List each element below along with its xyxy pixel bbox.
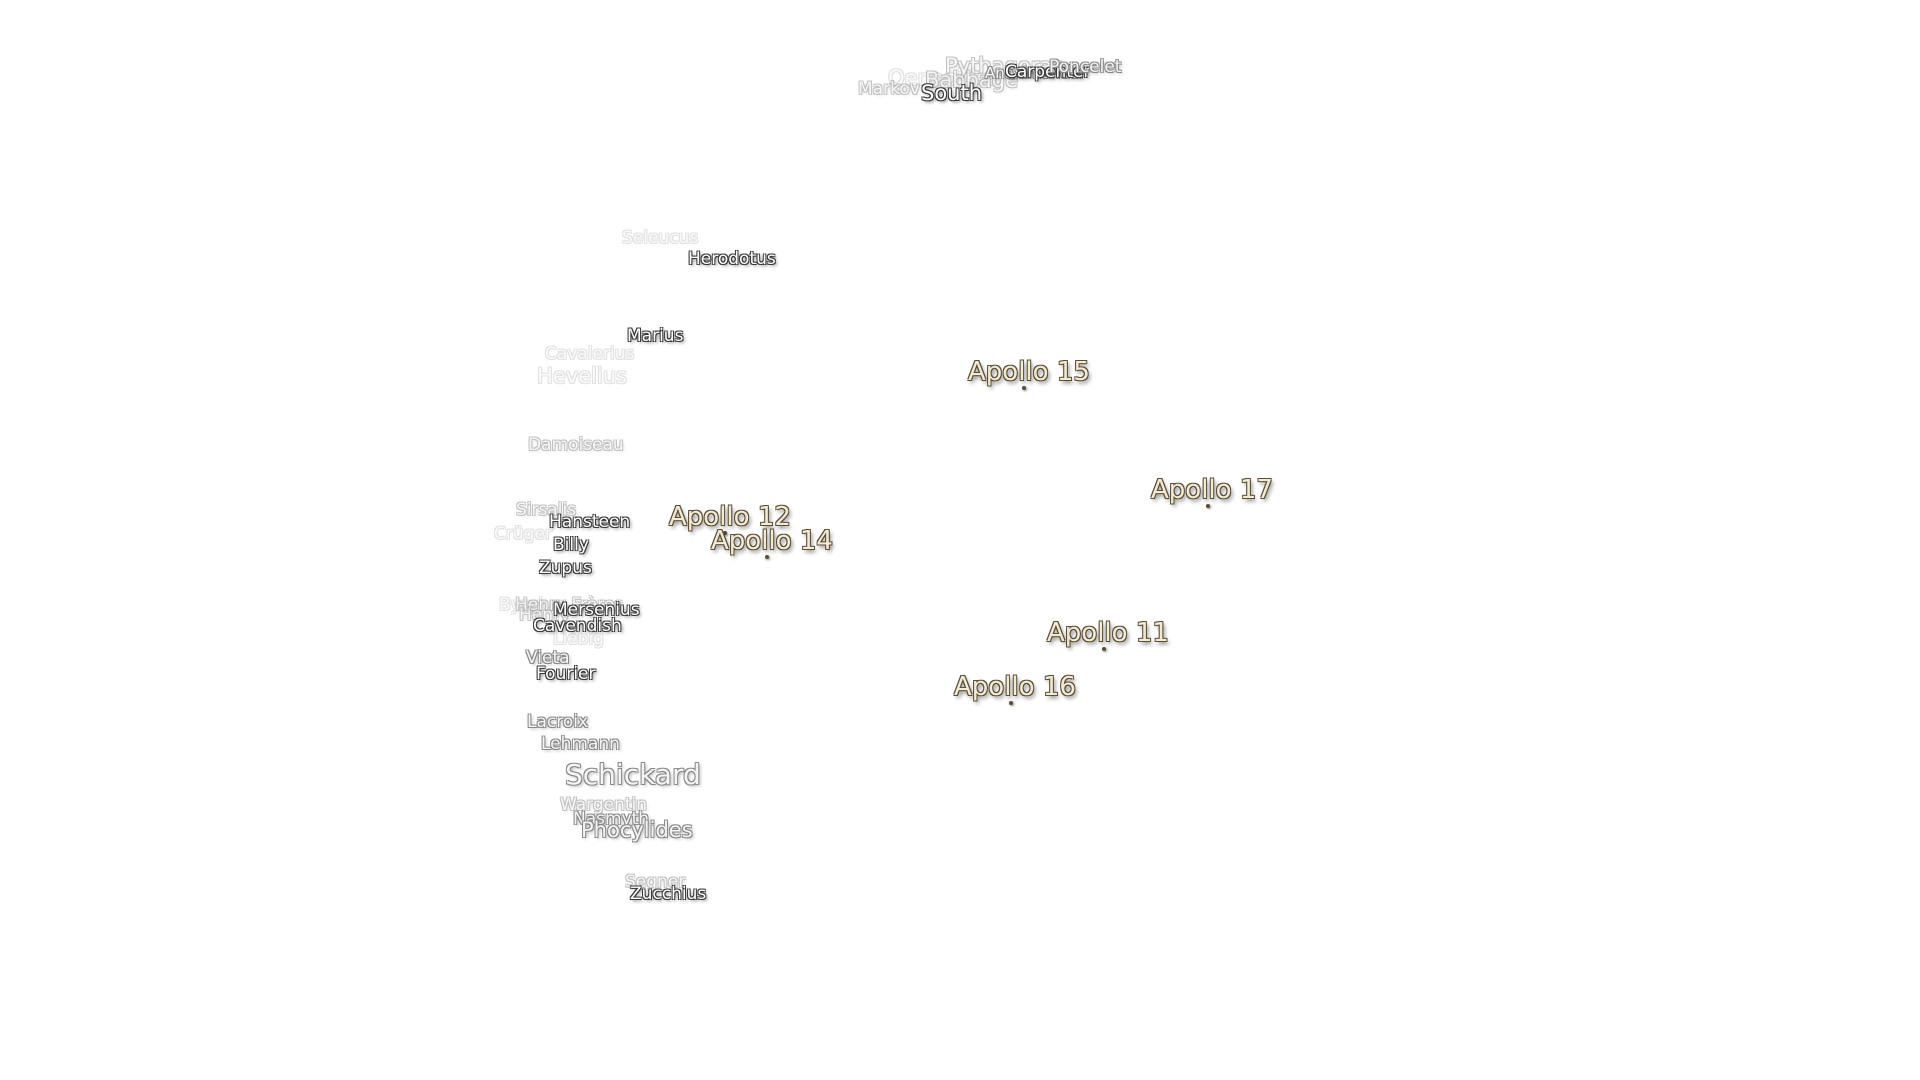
crater-label-hevelius[interactable]: Hevelius [537, 364, 627, 388]
crater-label-markov[interactable]: Markov [858, 79, 920, 99]
crater-label-mersenius[interactable]: Mersenius [553, 600, 640, 620]
crater-label-zupus[interactable]: Zupus [539, 558, 592, 578]
crater-label-oenopides[interactable]: Oenopides [888, 66, 1000, 90]
apollo-14-site-marker[interactable] [765, 555, 769, 559]
crater-label-cruger[interactable]: Crüger [494, 524, 552, 544]
crater-label-anaximander[interactable]: Anaximander [985, 64, 1086, 82]
crater-label-hansteen[interactable]: Hansteen [549, 512, 631, 532]
apollo-11-label[interactable]: Apollo 11 [1047, 618, 1169, 648]
apollo-17-site-marker[interactable] [1206, 504, 1210, 508]
crater-label-poncelet[interactable]: Poncelet [1049, 57, 1122, 77]
apollo-11-site-marker[interactable] [1102, 647, 1106, 651]
crater-label-sirsalis[interactable]: Sirsalis [516, 500, 577, 520]
crater-label-babbage[interactable]: Babbage [925, 68, 1019, 92]
crater-label-schickard[interactable]: Schickard [565, 758, 701, 791]
crater-label-lacroix[interactable]: Lacroix [527, 712, 589, 732]
crater-label-marius[interactable]: Marius [627, 326, 684, 346]
crater-label-billy[interactable]: Billy [553, 535, 589, 555]
crater-label-cavalerius[interactable]: Cavalerius [545, 344, 635, 364]
apollo-15-label[interactable]: Apollo 15 [968, 357, 1090, 387]
crater-label-herodotus[interactable]: Herodotus [688, 249, 776, 269]
crater-label-cavendish[interactable]: Cavendish [533, 616, 622, 636]
crater-label-phocylides[interactable]: Phocylides [581, 818, 693, 842]
crater-label-henry-freres[interactable]: Henry Frères [515, 595, 624, 615]
crater-label-lehmann[interactable]: Lehmann [541, 734, 620, 754]
crater-label-henry[interactable]: Henry [519, 605, 571, 625]
crater-label-carpenter[interactable]: Carpenter [1005, 62, 1091, 82]
crater-label-seleucus[interactable]: Seleucus [622, 228, 699, 248]
crater-label-vieta[interactable]: Vieta [526, 648, 570, 668]
crater-label-pythagoras[interactable]: Pythagoras [945, 54, 1064, 78]
crater-label-segner[interactable]: Segner [625, 872, 686, 892]
crater-label-wargentin[interactable]: Wargentin [560, 795, 648, 815]
apollo-15-site-marker[interactable] [1022, 386, 1026, 390]
crater-label-byrgius[interactable]: Byrgius [499, 595, 563, 615]
apollo-17-label[interactable]: Apollo 17 [1151, 475, 1273, 505]
crater-label-nasmyth[interactable]: Nasmyth [573, 809, 650, 829]
apollo-12-site-marker[interactable] [723, 531, 727, 535]
crater-label-zucchius[interactable]: Zucchius [630, 884, 707, 904]
crater-label-south[interactable]: South [921, 81, 983, 105]
apollo-12-label[interactable]: Apollo 12 [669, 502, 791, 532]
crater-label-liebig[interactable]: Liebig [553, 629, 604, 649]
apollo-14-label[interactable]: Apollo 14 [711, 526, 833, 556]
apollo-16-site-marker[interactable] [1009, 701, 1013, 705]
crater-label-damoiseau[interactable]: Damoiseau [528, 435, 624, 455]
crater-label-fourier[interactable]: Fourier [536, 664, 596, 684]
apollo-16-label[interactable]: Apollo 16 [954, 672, 1076, 702]
